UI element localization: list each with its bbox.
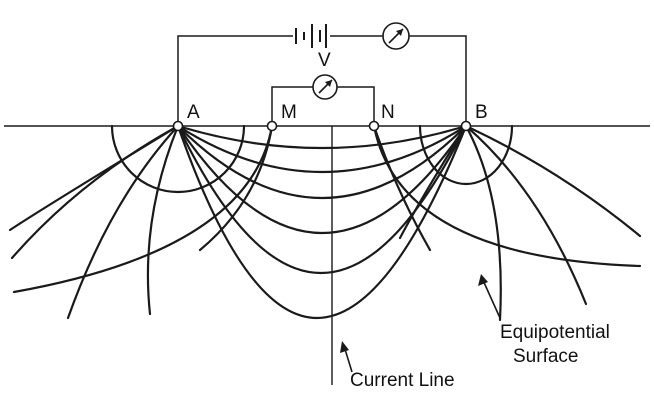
- voltmeter-label: V: [318, 50, 331, 71]
- current-lines: [176, 124, 468, 320]
- electrode-b-label: B: [475, 102, 488, 123]
- potential-circuit: [271, 86, 375, 126]
- current-line-arrow: [340, 341, 353, 373]
- electrode-b: [460, 120, 472, 132]
- equipotential-label-line2: Surface: [513, 346, 578, 367]
- equipotential-fan-a: [8, 124, 180, 320]
- electrode-shells: [110, 124, 514, 194]
- electrode-n-label: N: [381, 102, 395, 123]
- electrode-a-label: A: [187, 102, 200, 123]
- equipotential-arrow: [478, 274, 501, 319]
- equipotential-arcs: [12, 124, 642, 294]
- current-line-label: Current Line: [350, 370, 455, 391]
- equipotential-label-line1: Equipotential: [500, 322, 610, 343]
- current-circuit: [177, 35, 467, 126]
- voltmeter-icon: [312, 74, 338, 100]
- battery-icon: [295, 24, 327, 48]
- ammeter-icon: [382, 22, 410, 50]
- electrode-m: [266, 120, 278, 132]
- electrode-a: [172, 120, 184, 132]
- equipotential-fan-b: [398, 124, 642, 322]
- electrode-n: [368, 120, 380, 132]
- electrode-m-label: M: [281, 102, 297, 123]
